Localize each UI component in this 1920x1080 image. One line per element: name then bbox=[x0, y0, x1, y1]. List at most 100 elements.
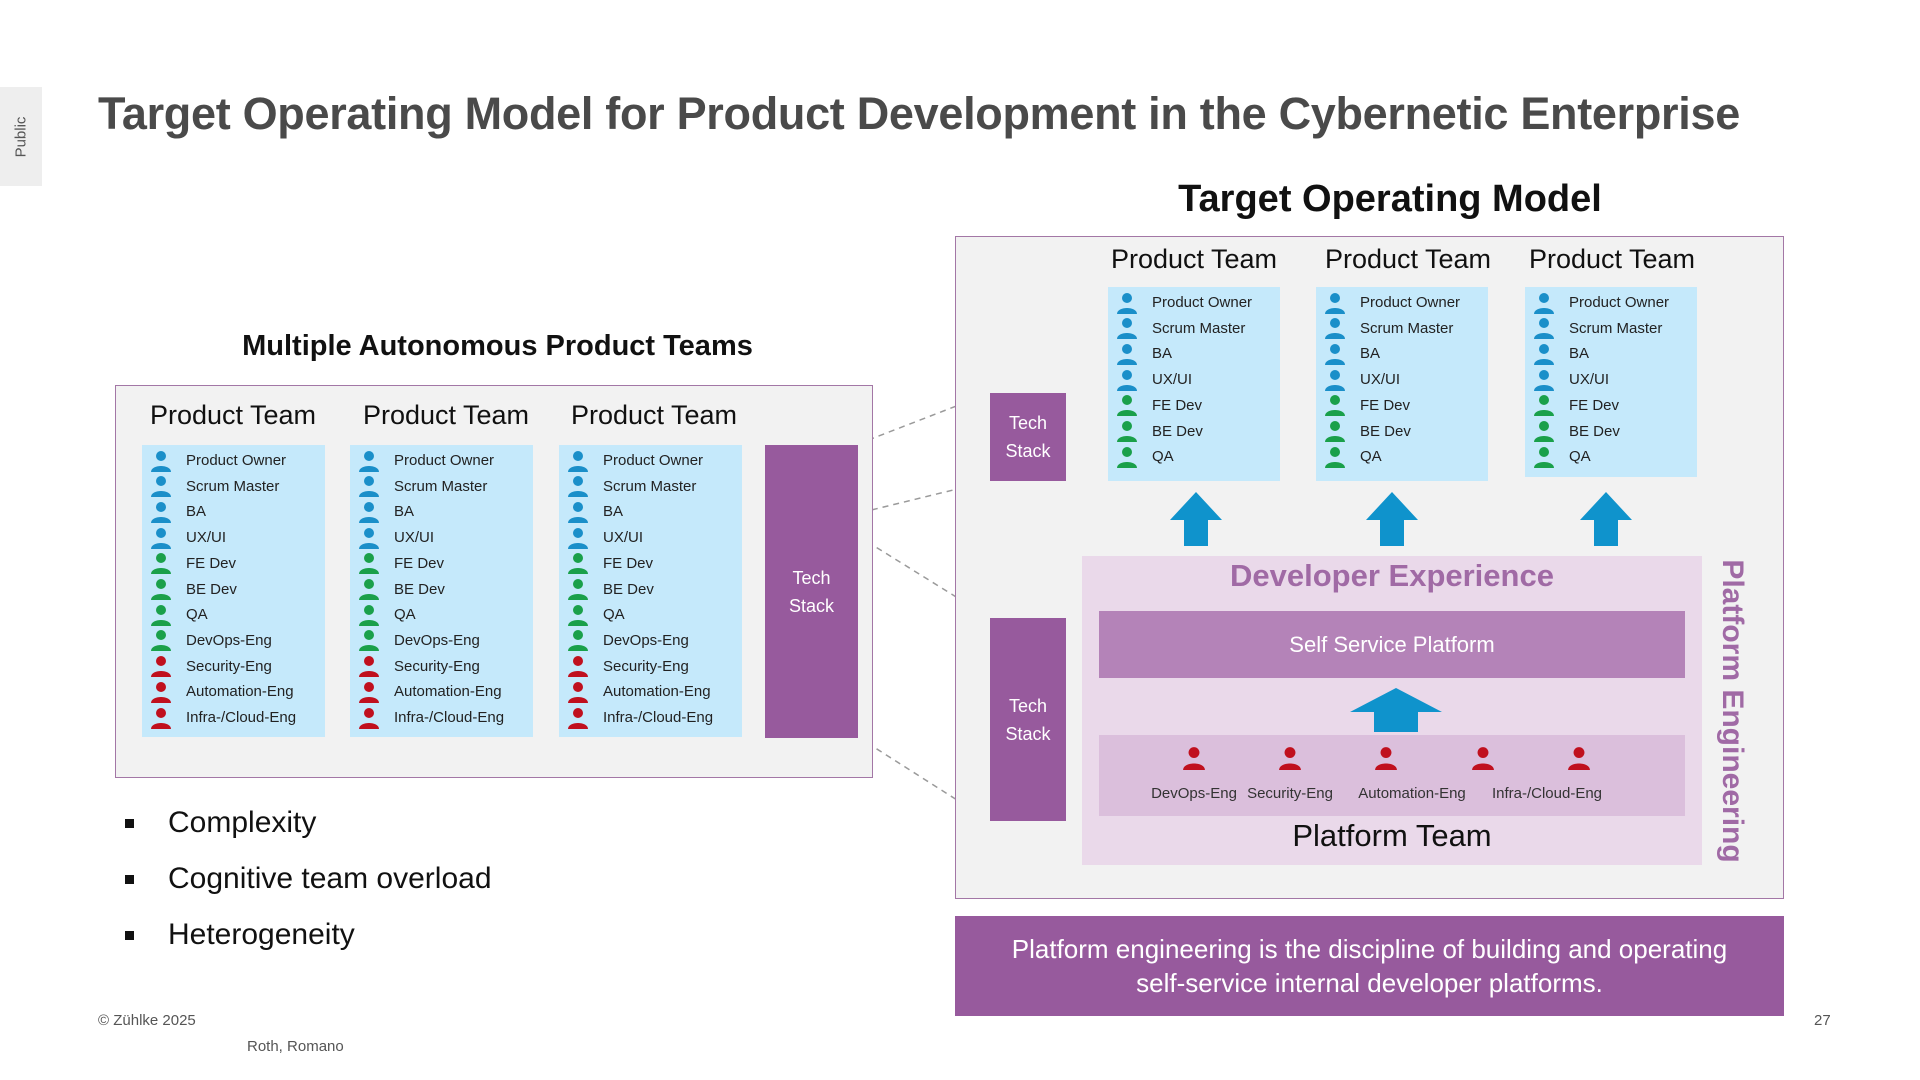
role-label: FE Dev bbox=[1569, 396, 1620, 414]
role-label: DevOps-Eng bbox=[603, 631, 689, 649]
right-team-1-heading: Product Team bbox=[1110, 244, 1278, 274]
left-team-2-heading: Product Team bbox=[362, 400, 530, 430]
classification-label: Public bbox=[12, 116, 30, 157]
person-icon bbox=[1325, 446, 1345, 468]
role-label: UX/UI bbox=[1152, 371, 1193, 389]
person-icon bbox=[151, 501, 171, 523]
team-role-row: QA bbox=[350, 602, 416, 627]
team-role-row: QA bbox=[1316, 444, 1382, 469]
role-label: Scrum Master bbox=[1569, 319, 1663, 337]
role-label: Product Owner bbox=[1569, 294, 1670, 311]
tech-stack-label-line1: Tech bbox=[1008, 695, 1048, 716]
team-role-row: DevOps-Eng bbox=[350, 628, 480, 653]
team-role-row: Scrum Master bbox=[142, 474, 279, 499]
role-label: Scrum Master bbox=[1360, 319, 1454, 337]
person-icon bbox=[359, 450, 379, 472]
team-role-row: BA bbox=[1316, 341, 1380, 366]
role-label: Scrum Master bbox=[1152, 319, 1246, 337]
role-label: BA bbox=[1152, 345, 1173, 363]
self-service-platform: Self Service Platform bbox=[1099, 611, 1685, 678]
right-team-3-heading: Product Team bbox=[1528, 244, 1696, 274]
team-role-row: Scrum Master bbox=[1525, 316, 1662, 341]
bullet-square-icon bbox=[125, 930, 134, 940]
team-role-row: BE Dev bbox=[559, 577, 654, 602]
role-label: QA bbox=[1360, 448, 1382, 466]
person-icon bbox=[359, 604, 379, 626]
person-icon bbox=[151, 630, 171, 652]
role-label: FE Dev bbox=[1360, 396, 1411, 414]
team-role-row: Product Owner bbox=[1525, 290, 1669, 315]
right-tech-stack-bottom: Tech Stack bbox=[990, 618, 1066, 821]
team-role-row: QA bbox=[559, 602, 625, 627]
tech-stack-label-line2: Stack bbox=[1005, 441, 1051, 461]
team-role-row: BE Dev bbox=[1525, 419, 1620, 444]
footer-author: Roth, Romano bbox=[247, 1038, 344, 1055]
left-section-title: Multiple Autonomous Product Teams bbox=[242, 330, 753, 362]
developer-experience-title: Developer Experience bbox=[1230, 558, 1554, 593]
role-label: Automation-Eng bbox=[603, 683, 711, 701]
team-role-row: Scrum Master bbox=[1316, 316, 1453, 341]
bullet-square-icon bbox=[125, 874, 134, 884]
person-icon bbox=[568, 656, 588, 678]
person-icon bbox=[359, 707, 379, 729]
role-label: UX/UI bbox=[1360, 371, 1401, 389]
tech-stack-label-line2: Stack bbox=[1005, 723, 1051, 744]
role-label: UX/UI bbox=[394, 529, 435, 547]
team-role-row: Scrum Master bbox=[559, 474, 696, 499]
role-label: UX/UI bbox=[603, 529, 644, 547]
person-icon bbox=[1183, 747, 1205, 770]
person-icon bbox=[568, 604, 588, 626]
person-icon bbox=[151, 656, 171, 678]
role-label: BA bbox=[394, 503, 415, 521]
person-icon bbox=[151, 579, 171, 600]
role-label: UX/UI bbox=[186, 529, 227, 547]
role-label: QA bbox=[394, 606, 416, 624]
person-icon bbox=[1534, 318, 1554, 340]
classification-tab: Public bbox=[0, 87, 42, 186]
left-tech-stack: Tech Stack bbox=[765, 445, 858, 738]
person-icon bbox=[151, 707, 171, 729]
list-item: Cognitive team overload bbox=[120, 851, 492, 907]
role-label: Product Owner bbox=[186, 452, 287, 469]
person-icon bbox=[359, 579, 379, 600]
bullet-square-icon bbox=[125, 818, 134, 828]
person-icon bbox=[1325, 343, 1345, 365]
role-label: Product Owner bbox=[1152, 294, 1253, 311]
platform-role-icon-wrap bbox=[1423, 735, 1543, 775]
team-role-row: Security-Eng bbox=[350, 654, 480, 679]
person-icon bbox=[568, 707, 588, 729]
platform-role-label: Automation-Eng bbox=[1358, 785, 1466, 802]
role-label: FE Dev bbox=[394, 554, 445, 572]
team-role-row: BE Dev bbox=[350, 577, 445, 602]
person-icon bbox=[1375, 747, 1397, 770]
team-role-row: FE Dev bbox=[559, 551, 653, 576]
team-role-row: Automation-Eng bbox=[350, 679, 502, 704]
team-role-row: Product Owner bbox=[1316, 290, 1460, 315]
person-icon bbox=[568, 527, 588, 549]
team-role-row: Product Owner bbox=[142, 448, 286, 473]
role-label: Automation-Eng bbox=[394, 683, 502, 701]
team-role-row: BA bbox=[1108, 341, 1172, 366]
list-item: Complexity bbox=[120, 795, 492, 851]
role-label: QA bbox=[186, 606, 208, 624]
page-title: Target Operating Model for Product Devel… bbox=[98, 88, 1740, 139]
team-role-row: UX/UI bbox=[559, 525, 643, 550]
role-label: BA bbox=[603, 503, 624, 521]
person-icon bbox=[1534, 343, 1554, 365]
team-role-row: Security-Eng bbox=[142, 654, 272, 679]
person-icon bbox=[1325, 421, 1345, 442]
person-icon bbox=[568, 450, 588, 472]
bullet-text: Complexity bbox=[168, 806, 317, 839]
person-icon bbox=[568, 681, 588, 703]
role-label: Infra-/Cloud-Eng bbox=[394, 709, 505, 726]
person-icon bbox=[359, 501, 379, 523]
team-role-row: QA bbox=[142, 602, 208, 627]
team-role-row: Infra-/Cloud-Eng bbox=[142, 705, 296, 730]
person-icon bbox=[1325, 395, 1345, 417]
person-icon bbox=[1534, 292, 1554, 314]
right-section-title: Target Operating Model bbox=[1178, 178, 1602, 220]
person-icon bbox=[359, 681, 379, 703]
platform-role-label: Infra-/Cloud-Eng bbox=[1491, 785, 1603, 802]
